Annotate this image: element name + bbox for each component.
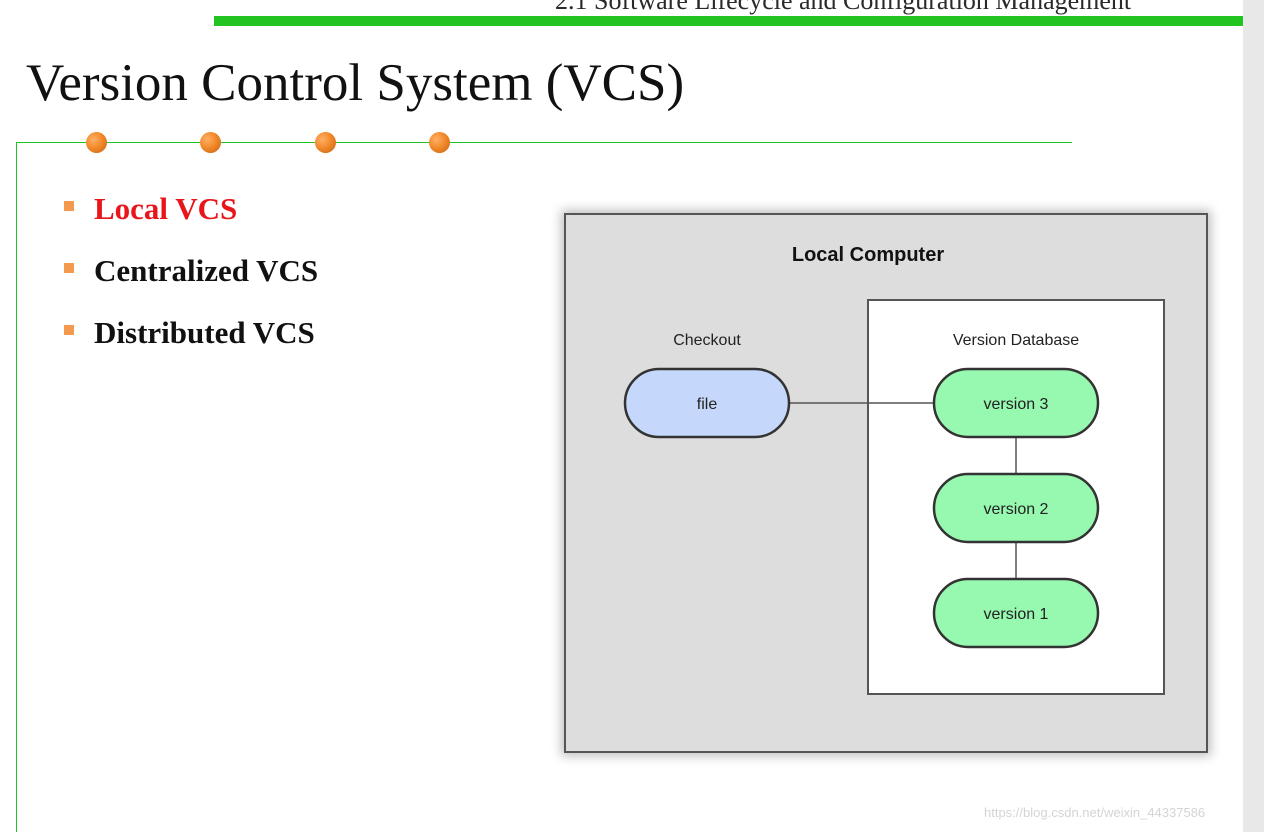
diagram-title: Local Computer [792,244,944,266]
divider-vertical [16,142,17,832]
bullet-list: Local VCS Centralized VCS Distributed VC… [64,178,318,364]
decorative-dot-2 [200,132,221,153]
local-vcs-diagram: Local Computer Version Database Checkout… [564,213,1208,753]
version-1-label: version 1 [984,606,1049,623]
slide-title: Version Control System (VCS) [26,54,685,112]
bullet-text: Centralized VCS [94,253,319,288]
diagram-canvas: Local Computer Version Database Checkout… [623,244,1165,695]
file-node-label: file [697,396,718,413]
header-bar [214,16,1243,26]
decorative-dot-3 [315,132,336,153]
header-text: 2.1 Software Lifecycle and Configuration… [555,0,1132,15]
version-database-label: Version Database [953,332,1079,349]
bullet-text: Distributed VCS [94,315,315,350]
bullet-square-icon [64,325,74,335]
bullet-item-local-vcs: Local VCS [64,178,318,240]
version-3-node [932,367,1100,439]
right-edge-strip [1243,0,1264,832]
bullet-item-distributed-vcs: Distributed VCS [64,302,318,364]
bullet-square-icon [64,263,74,273]
watermark-text: https://blog.csdn.net/weixin_44337586 [984,805,1206,820]
bullet-text: Local VCS [94,191,238,226]
bullet-item-centralized-vcs: Centralized VCS [64,240,318,302]
bullet-square-icon [64,201,74,211]
version-2-node [932,472,1100,544]
version-3-label: version 3 [984,396,1049,413]
decorative-dot-4 [429,132,450,153]
checkout-label: Checkout [673,332,741,349]
version-1-node [932,577,1100,649]
version-2-label: version 2 [984,501,1049,518]
file-node [623,367,791,439]
divider-horizontal [16,142,1072,143]
decorative-dot-1 [86,132,107,153]
